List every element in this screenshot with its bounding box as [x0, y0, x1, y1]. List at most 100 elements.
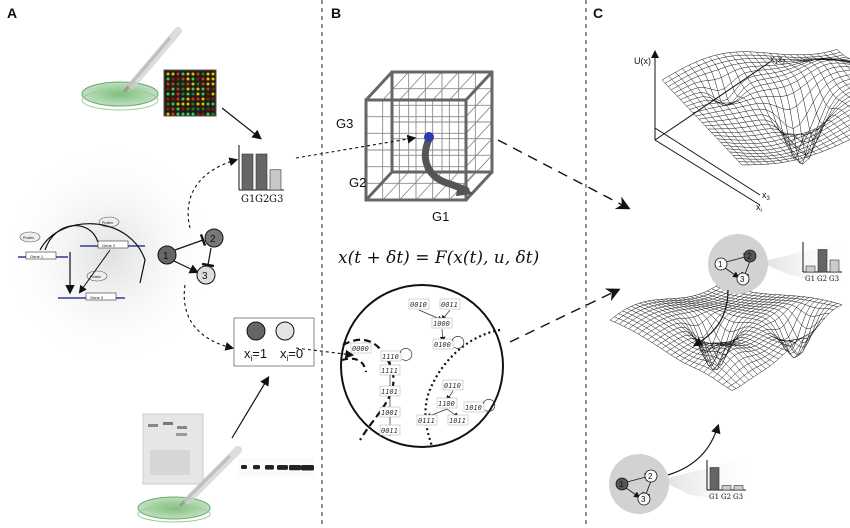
- mesh-line: [609, 283, 721, 321]
- boolean-network: 1 2 3: [157, 228, 224, 285]
- microarray-spot: [181, 102, 185, 106]
- callout-edge: [626, 472, 648, 483]
- mesh-line: [741, 139, 850, 166]
- mesh-line: [628, 289, 739, 329]
- microarray-spot: [201, 72, 205, 76]
- microarray-spot: [186, 112, 190, 116]
- blot-band: [241, 465, 247, 469]
- microarray-spot: [191, 107, 195, 111]
- state-box: [439, 298, 461, 310]
- state-box: [379, 385, 401, 397]
- bar-g3: [269, 169, 282, 191]
- gene-2-label: Gene 2: [102, 243, 116, 248]
- axis-label-u: U(x): [634, 56, 651, 66]
- microarray-spot: [191, 92, 195, 96]
- microarray-spot: [166, 107, 170, 111]
- panel-label-a: A: [7, 5, 17, 21]
- mesh-line: [703, 297, 814, 373]
- microarray-spot: [176, 92, 180, 96]
- callout-edge: [625, 487, 641, 498]
- network-node-2-label: 2: [210, 234, 216, 245]
- microarray-spot: [186, 82, 190, 86]
- mesh-line: [682, 68, 763, 165]
- microarray-spot: [171, 77, 175, 81]
- mesh-line: [633, 290, 744, 332]
- microarray-spot: [211, 92, 215, 96]
- state-box: [379, 424, 401, 436]
- microarray-spot: [196, 72, 200, 76]
- microarray-spot: [166, 82, 170, 86]
- mesh-line: [619, 286, 730, 325]
- microarray-spot: [176, 77, 180, 81]
- microarray-spot: [176, 107, 180, 111]
- callout-node-label: 1: [619, 480, 624, 489]
- mesh-line: [664, 52, 841, 84]
- callout-node: [736, 272, 750, 286]
- state-legend: xi=1 xi=0: [233, 317, 315, 367]
- microarray-spot: [176, 72, 180, 76]
- state-label: 0111: [418, 417, 435, 425]
- microarray-spot: [211, 97, 215, 101]
- microarray-spot: [206, 97, 210, 101]
- mesh-line: [668, 54, 844, 87]
- mesh-line: [720, 104, 850, 145]
- state-label: 1111: [381, 367, 398, 375]
- state-box: [408, 298, 430, 310]
- microarray-spot: [211, 77, 215, 81]
- microarray-spot: [171, 112, 175, 116]
- arrow-stg-to-landscape: [509, 288, 621, 343]
- gel-sampling: [137, 413, 314, 523]
- bar-g3: [733, 485, 744, 491]
- microarray-spot: [181, 77, 185, 81]
- state-box: [379, 406, 401, 418]
- microarray-spot: [206, 107, 210, 111]
- state-off-label: xi=0: [280, 346, 303, 363]
- microarray-spot: [191, 82, 195, 86]
- mesh-line: [713, 299, 824, 379]
- microarray-spot: [186, 102, 190, 106]
- state-label: 0011: [441, 301, 458, 309]
- microarray-spot: [206, 77, 210, 81]
- microarray-spot: [191, 72, 195, 76]
- microarray-spot: [191, 112, 195, 116]
- bar-g1: [241, 153, 254, 191]
- microarray-spot: [166, 77, 170, 81]
- blot-band: [253, 465, 260, 470]
- state-label: 1101: [381, 388, 398, 396]
- state-box: [436, 397, 458, 409]
- bar-g1: [709, 467, 720, 491]
- mesh-line: [684, 295, 796, 364]
- callout-edge: [740, 260, 751, 277]
- callout-node-label: 1: [718, 260, 723, 269]
- state-self-loop: [451, 336, 465, 349]
- microarray-spot: [201, 87, 205, 91]
- blot-band: [301, 465, 314, 471]
- mesh-line: [692, 66, 850, 113]
- mesh-line: [689, 62, 850, 110]
- state-box: [447, 414, 469, 426]
- microarray-spot: [211, 102, 215, 106]
- microarray-spot: [206, 92, 210, 96]
- state-self-loop: [482, 399, 496, 412]
- microarray-spot: [186, 87, 190, 91]
- state-label: 1011: [449, 417, 466, 425]
- arrow-network-to-bars: [187, 157, 239, 229]
- bar-label-g2: G2: [721, 493, 731, 501]
- microarray-spot: [196, 112, 200, 116]
- state-off-circle: [275, 321, 295, 341]
- mesh-line: [708, 298, 819, 376]
- network-node-1: [157, 245, 177, 265]
- microarray-spot: [171, 87, 175, 91]
- trajectory-arrowhead: [456, 183, 474, 196]
- microarray-spot: [186, 97, 190, 101]
- mesh-line: [830, 51, 850, 62]
- callout-edge: [724, 267, 740, 278]
- state-label: 1110: [382, 353, 399, 361]
- state-box: [416, 414, 438, 426]
- callout-edge: [641, 480, 652, 497]
- microarray-spot: [206, 72, 210, 76]
- bar-label-g2: G2: [817, 275, 827, 283]
